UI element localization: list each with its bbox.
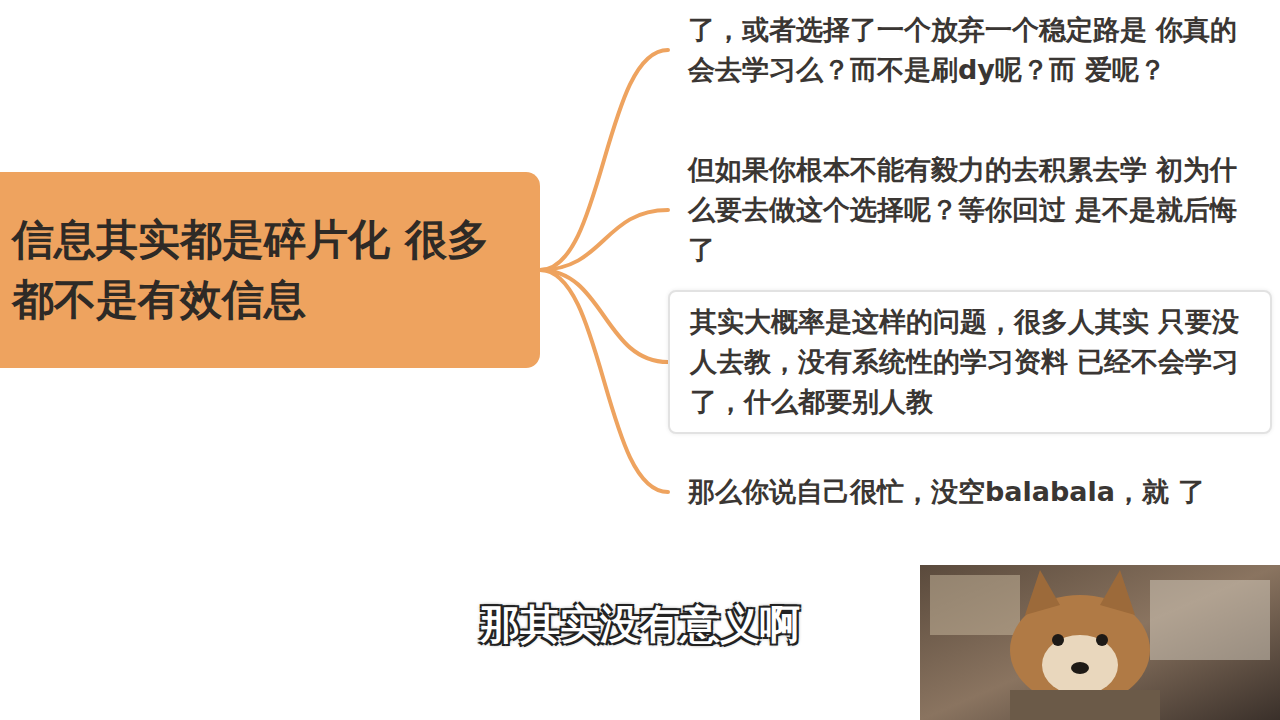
branch-connector — [540, 270, 668, 492]
topic-text: 信息其实都是碎片化 很多都不是有效信息 — [12, 210, 516, 330]
branch-topic: 了，或者选择了一个放弃一个稳定路是 你真的会去学习么？而不是刷dy呢？而 爱呢？ — [668, 0, 1272, 100]
branch-connector — [540, 270, 668, 362]
subtitle-text: 那其实没有意义啊 — [340, 596, 940, 652]
topic-text: 其实大概率是这样的问题，很多人其实 只要没人去教，没有系统性的学习资料 已经不会… — [690, 302, 1256, 422]
central-topic: 信息其实都是碎片化 很多都不是有效信息 — [0, 172, 540, 368]
branch-connector — [540, 210, 668, 270]
branch-topic: 其实大概率是这样的问题，很多人其实 只要没人去教，没有系统性的学习资料 已经不会… — [668, 290, 1272, 434]
topic-text: 那么你说自己很忙，没空balabala，就 了 — [688, 472, 1258, 512]
branch-topic: 那么你说自己很忙，没空balabala，就 了 — [668, 462, 1272, 522]
topic-text: 了，或者选择了一个放弃一个稳定路是 你真的会去学习么？而不是刷dy呢？而 爱呢？ — [688, 10, 1258, 90]
webcam-picture — [920, 565, 1280, 720]
branch-topic: 但如果你根本不能有毅力的去积累去学 初为什么要去做这个选择呢？等你回过 是不是就… — [668, 140, 1272, 280]
branch-connector — [540, 50, 668, 270]
topic-text: 但如果你根本不能有毅力的去积累去学 初为什么要去做这个选择呢？等你回过 是不是就… — [688, 150, 1258, 270]
